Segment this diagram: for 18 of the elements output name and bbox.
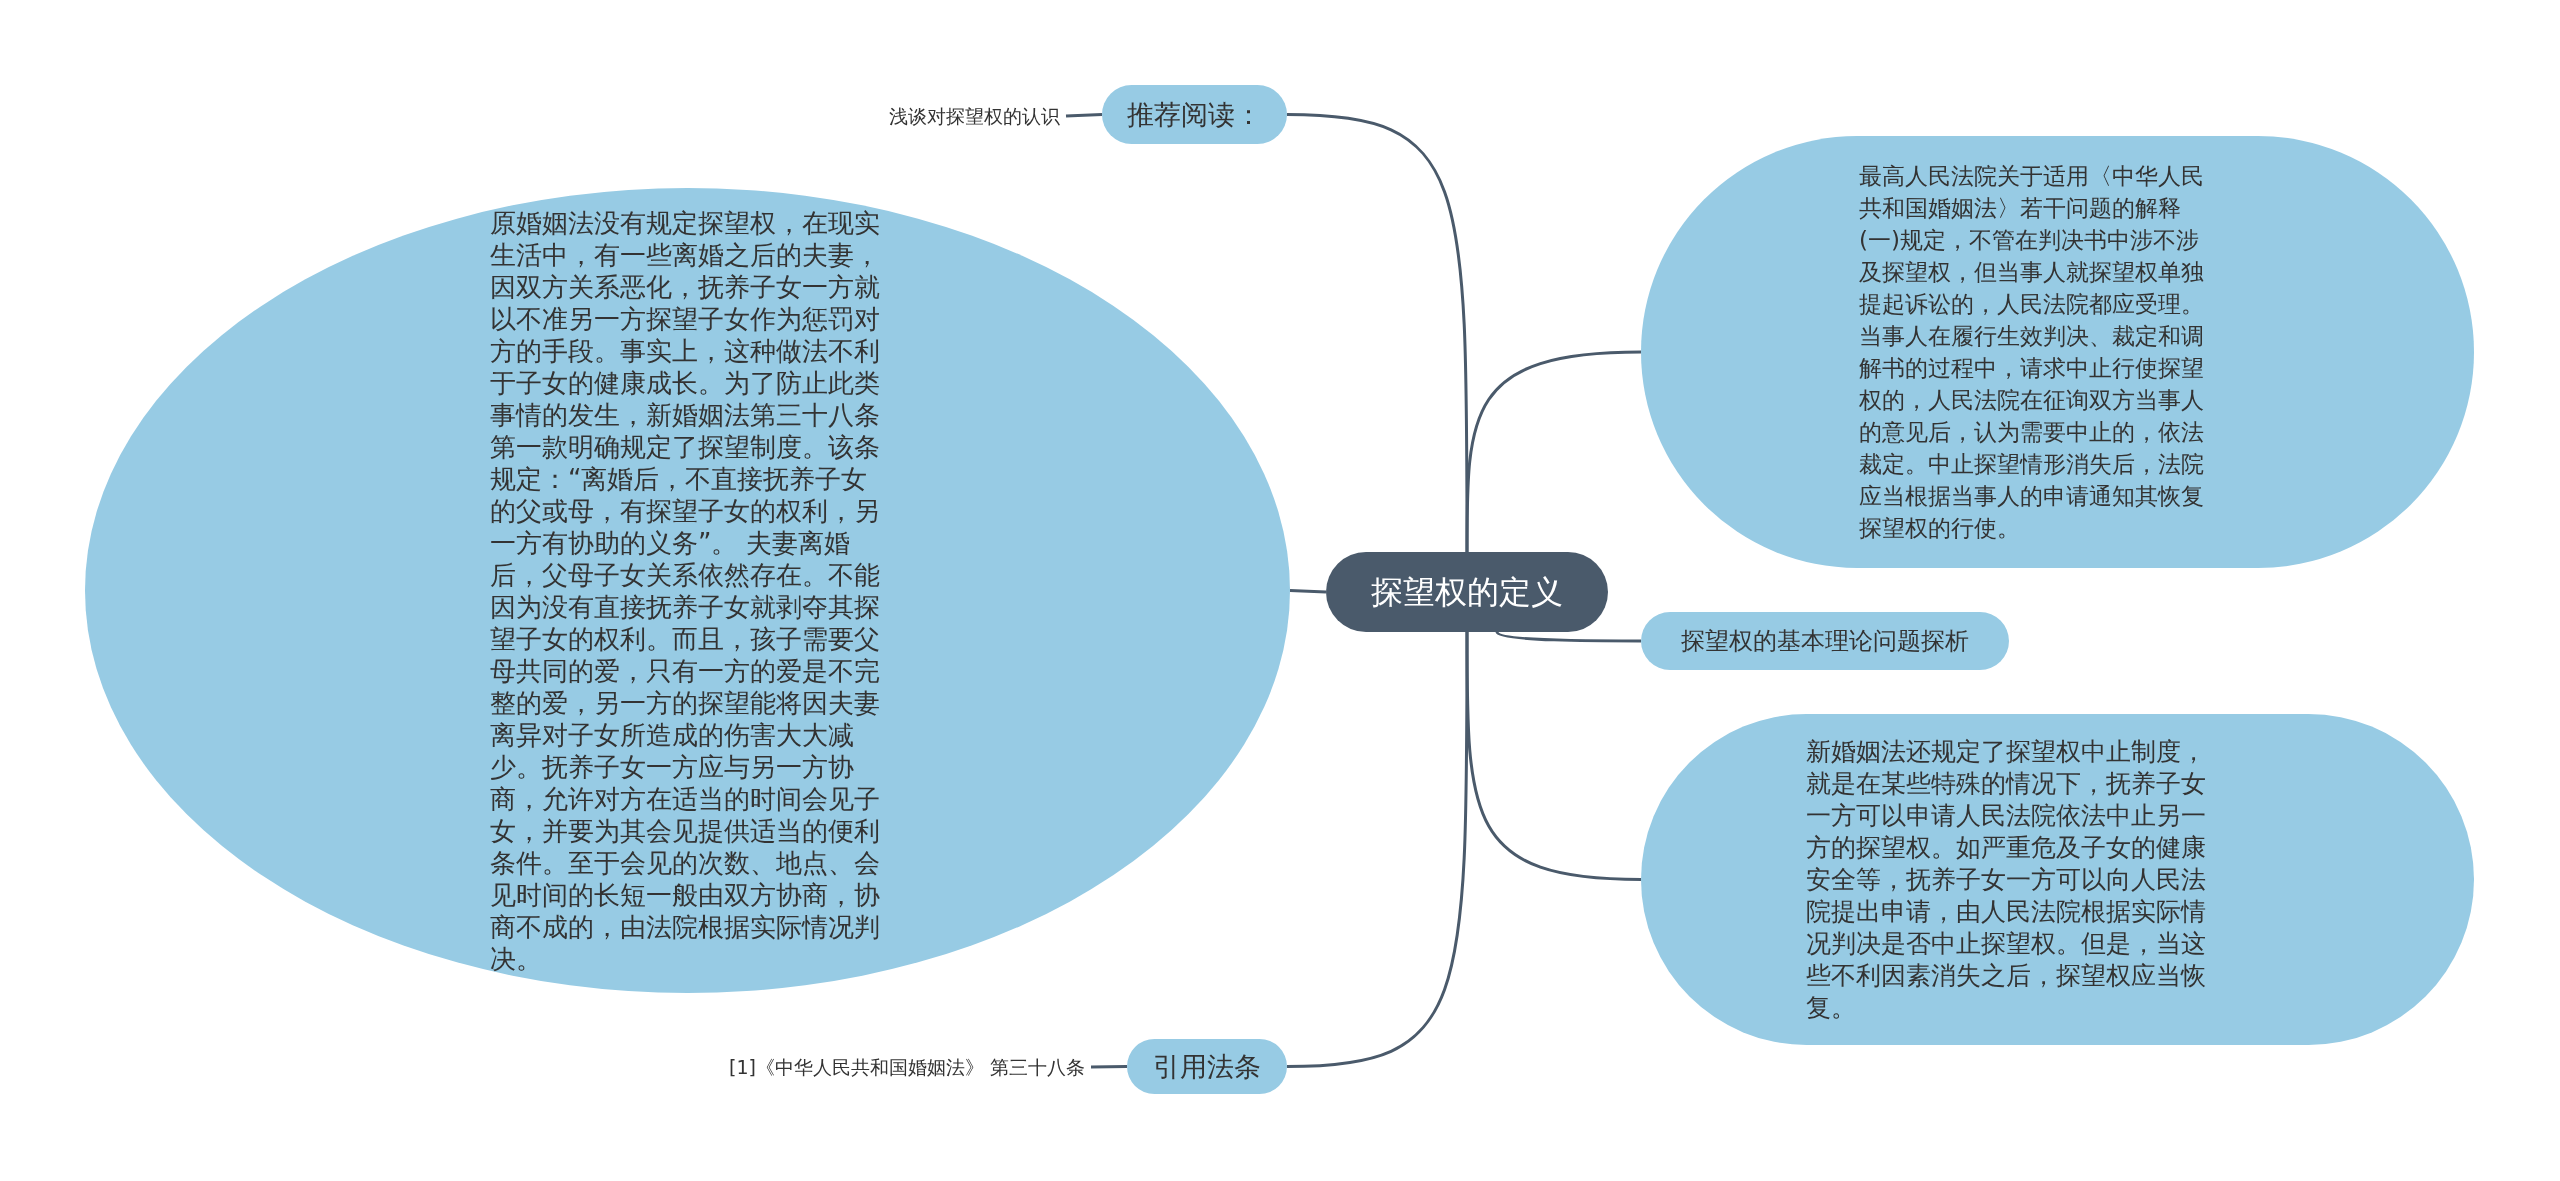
topic-label: 探望权的基本理论问题探析: [1681, 626, 1969, 657]
connector-line: [1495, 630, 1641, 643]
connector-line: [1090, 1065, 1128, 1069]
topic-text: [1]《中华人民共和国婚姻法》 第三十八条: [729, 1055, 1085, 1080]
connector-line: [1289, 589, 1327, 594]
connector-line: [1065, 113, 1103, 118]
paragraph: 最高人民法院关于适用〈中华人民共和国婚姻法〉若干问题的解释(一)规定，不管在判决书中涉不涉及探望权，但当事人就探望权单独提起诉讼的，人民法院都应受理。当事人在履行生效判决、裁定和调解书的过程中，请求中止行使探望权的，人民法院在征询双方当事人的意见后，认为需要中止的，依法裁定。中止探望情形消失后，法院应当根据当事人的申请通知其恢复探望权的行使。: [1859, 162, 2205, 543]
connector-line: [1465, 350, 1642, 552]
connector-line: [1465, 632, 1642, 881]
topic-pill: [1641, 612, 2009, 670]
connector-line: [1286, 632, 1469, 1068]
topic-label: 引用法条: [1153, 1050, 1261, 1083]
topic-label: 探望权的定义: [1371, 576, 1563, 608]
topic-label: 推荐阅读：: [1127, 98, 1262, 131]
topic-text: 浅谈对探望权的认识: [889, 104, 1060, 129]
paragraph: 新婚姻法还规定了探望权中止制度，就是在某些特殊的情况下，抚养子女一方可以申请人民法院依法中止另一方的探望权。如严重危及子女的健康安全等，抚养子女一方可以向人民法院提出申请，由人民法院根据实际情况判决是否中止探望权。但是，当这些不利因素消失之后，探望权应当恢复。: [1806, 735, 2206, 1024]
topic-pill: [1127, 1039, 1287, 1094]
paragraph: 原婚姻法没有规定探望权，在现实生活中，有一些离婚之后的夫妻，因双方关系恶化，抚养子女一方就以不准另一方探望子女作为惩罚对方的手段。事实上，这种做法不利于子女的健康成长。为了防止此类事情的发生，新婚姻法第三十八条第一款明确规定了探望制度。该条规定：“离婚后，不直接抚养子女的父或母，有探望子女的权利，另一方有协助的义务”。 夫妻离婚后，父母子女关系依然存在。不能因为没有直接抚养子女就剥夺其探望子女的权利。而且，孩子需要父母共同的爱，只有一方的爱是不完整的爱，另一方的探望能将因夫妻离异对子女所造成的伤害大大减少。抚养子女一方应与另一方协商，允许对方在适当的时间会见子女，并要为其会见提供适当的便利条件。至于会见的次数、地点、会见时间的长短一般由双方协商，协商不成的，由法院根据实际情况判决。: [490, 206, 881, 975]
